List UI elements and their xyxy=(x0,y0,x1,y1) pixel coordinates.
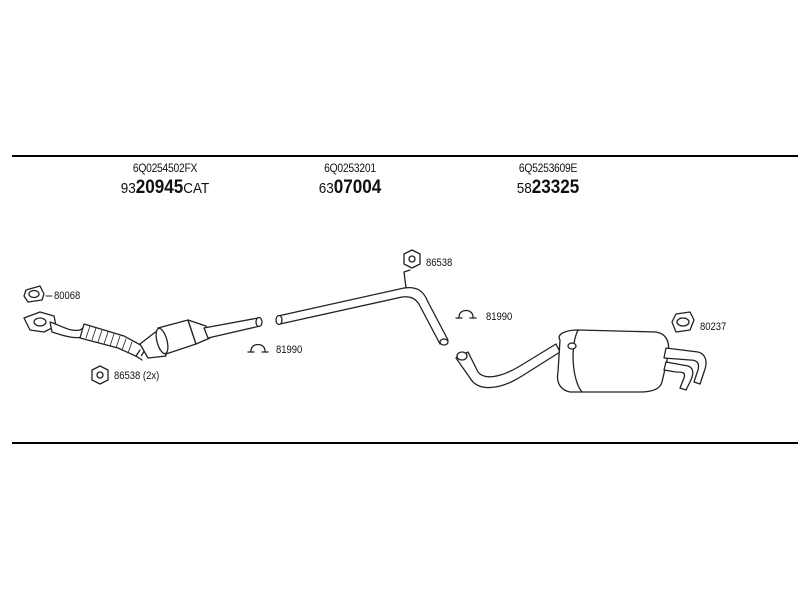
oem-number: 6Q5253609E xyxy=(518,161,578,175)
rear-muffler xyxy=(455,329,707,393)
clamp-part-label: 81990 xyxy=(276,344,303,356)
catalog-number: 9320945CAT xyxy=(102,177,228,199)
oem-number: 6Q0253201 xyxy=(324,161,376,175)
catalog-prefix: 93 xyxy=(120,180,136,197)
oem-number: 6Q0254502FX xyxy=(132,161,198,175)
clamp-part-label: 81990 xyxy=(486,311,513,323)
catalog-main: 07004 xyxy=(333,177,382,198)
bottom-divider-line xyxy=(12,442,798,444)
catalog-main: 23325 xyxy=(531,177,580,198)
rear-muffler-part-group: 6Q5253609E 5823325 xyxy=(488,161,608,199)
top-divider-line xyxy=(12,155,798,157)
clamp-icon xyxy=(247,343,269,353)
rubber-hanger-icon xyxy=(671,311,695,333)
catalytic-converter-assembly xyxy=(23,311,263,361)
gasket-part-label: 80068 xyxy=(54,290,81,302)
nut-icon xyxy=(403,249,421,269)
nut-icon xyxy=(91,365,109,385)
gasket-icon xyxy=(23,285,45,303)
catalytic-converter-part-group: 6Q0254502FX 9320945CAT xyxy=(95,161,235,199)
nut-part-label: 86538 (2x) xyxy=(114,370,160,382)
catalog-suffix: CAT xyxy=(183,180,210,197)
catalog-prefix: 58 xyxy=(516,180,532,197)
middle-pipe-part-group: 6Q0253201 6307004 xyxy=(290,161,410,199)
middle-pipe xyxy=(275,269,449,346)
clamp-icon xyxy=(455,309,477,319)
nut-part-label: 86538 xyxy=(426,257,453,269)
catalog-prefix: 63 xyxy=(318,180,334,197)
catalog-main: 20945 xyxy=(135,177,184,198)
hanger-part-label: 80237 xyxy=(700,321,727,333)
catalog-number: 5823325 xyxy=(494,177,602,199)
catalog-number: 6307004 xyxy=(296,177,404,199)
